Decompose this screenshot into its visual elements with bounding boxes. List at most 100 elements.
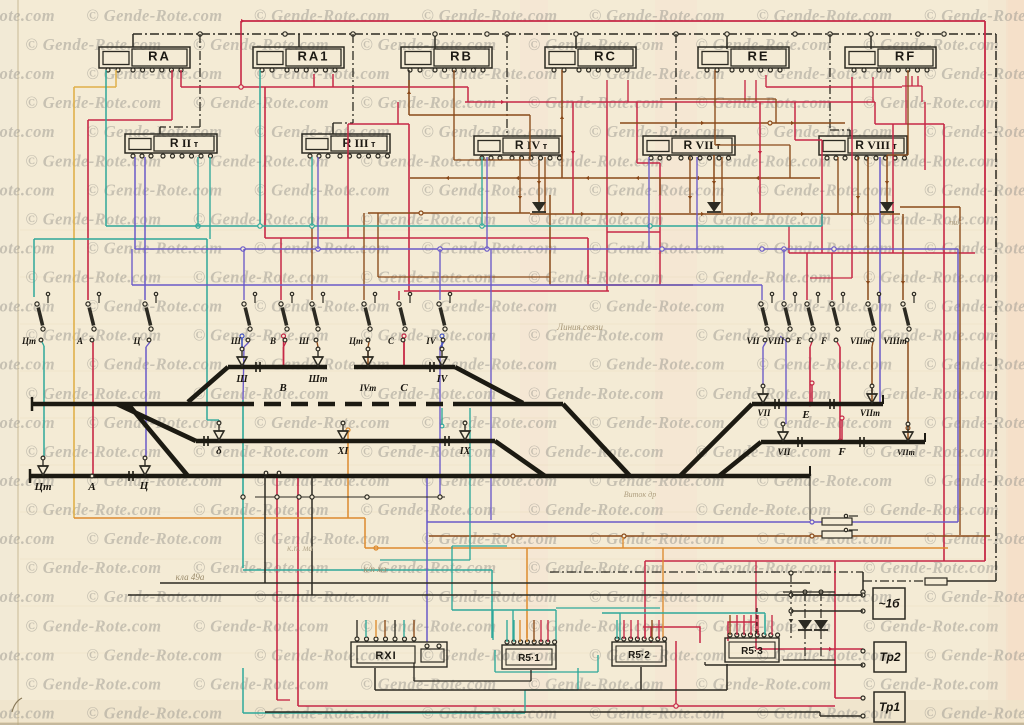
svg-text:© Gende-Rote.com: © Gende-Rote.com xyxy=(193,674,329,693)
svg-text:© Gende-Rote.com: © Gende-Rote.com xyxy=(422,645,558,664)
svg-text:© Gende-Rote.com: © Gende-Rote.com xyxy=(924,6,1024,25)
svg-text:© Gende-Rote.com: © Gende-Rote.com xyxy=(757,297,893,316)
svg-text:© Gende-Rote.com: © Gende-Rote.com xyxy=(254,64,390,83)
svg-text:R5̄·3: R5̄·3 xyxy=(741,646,763,657)
svg-text:© Gende-Rote.com: © Gende-Rote.com xyxy=(696,326,832,345)
svg-text:© Gende-Rote.com: © Gende-Rote.com xyxy=(254,645,390,664)
svg-text:© Gende-Rote.com: © Gende-Rote.com xyxy=(924,471,1024,490)
svg-text:© Gende-Rote.com: © Gende-Rote.com xyxy=(757,180,893,199)
svg-text:© Gende-Rote.com: © Gende-Rote.com xyxy=(863,500,999,519)
svg-text:© Gende-Rote.com: © Gende-Rote.com xyxy=(863,674,999,693)
svg-text:Ш: Ш xyxy=(230,336,242,346)
svg-text:© Gende-Rote.com: © Gende-Rote.com xyxy=(696,616,832,635)
svg-text:© Gende-Rote.com: © Gende-Rote.com xyxy=(0,645,55,664)
svg-text:© Gende-Rote.com: © Gende-Rote.com xyxy=(0,355,55,374)
svg-text:© Gende-Rote.com: © Gende-Rote.com xyxy=(924,645,1024,664)
svg-text:© Gende-Rote.com: © Gende-Rote.com xyxy=(361,384,497,403)
svg-text:© Gende-Rote.com: © Gende-Rote.com xyxy=(924,703,1024,722)
svg-text:© Gende-Rote.com: © Gende-Rote.com xyxy=(589,413,725,432)
svg-text:© Gende-Rote.com: © Gende-Rote.com xyxy=(87,587,223,606)
svg-text:© Gende-Rote.com: © Gende-Rote.com xyxy=(254,6,390,25)
svg-text:VІІ: VІІ xyxy=(746,336,760,346)
svg-text:© Gende-Rote.com: © Gende-Rote.com xyxy=(361,558,497,577)
svg-text:Виток др: Виток др xyxy=(624,490,656,499)
svg-text:пил: пил xyxy=(949,218,961,227)
svg-text:© Gende-Rote.com: © Gende-Rote.com xyxy=(863,326,999,345)
svg-text:© Gende-Rote.com: © Gende-Rote.com xyxy=(863,35,999,54)
svg-text:© Gende-Rote.com: © Gende-Rote.com xyxy=(193,268,329,287)
svg-text:RA1: RA1 xyxy=(297,49,329,64)
svg-text:© Gende-Rote.com: © Gende-Rote.com xyxy=(528,442,664,461)
svg-text:ІX: ІX xyxy=(459,446,471,457)
svg-text:© Gende-Rote.com: © Gende-Rote.com xyxy=(863,268,999,287)
svg-text:© Gende-Rote.com: © Gende-Rote.com xyxy=(0,180,55,199)
svg-text:© Gende-Rote.com: © Gende-Rote.com xyxy=(0,6,55,25)
svg-text:© Gende-Rote.com: © Gende-Rote.com xyxy=(863,151,999,170)
svg-text:© Gende-Rote.com: © Gende-Rote.com xyxy=(757,6,893,25)
svg-text:© Gende-Rote.com: © Gende-Rote.com xyxy=(361,209,497,228)
svg-text:© Gende-Rote.com: © Gende-Rote.com xyxy=(254,297,390,316)
svg-text:© Gende-Rote.com: © Gende-Rote.com xyxy=(193,209,329,228)
svg-text:RXI: RXI xyxy=(375,650,396,662)
svg-text:Линия связи: Линия связи xyxy=(556,322,603,332)
svg-text:© Gende-Rote.com: © Gende-Rote.com xyxy=(589,238,725,257)
svg-text:© Gende-Rote.com: © Gende-Rote.com xyxy=(589,355,725,374)
svg-text:VІІІ: VІІІ xyxy=(768,336,785,346)
svg-text:© Gende-Rote.com: © Gende-Rote.com xyxy=(361,500,497,519)
svg-text:к/п мз: к/п мз xyxy=(364,564,387,574)
svg-text:VІІт: VІІт xyxy=(850,336,870,346)
svg-text:© Gende-Rote.com: © Gende-Rote.com xyxy=(361,326,497,345)
svg-text:© Gende-Rote.com: © Gende-Rote.com xyxy=(0,64,55,83)
svg-text:© Gende-Rote.com: © Gende-Rote.com xyxy=(422,297,558,316)
svg-text:© Gende-Rote.com: © Gende-Rote.com xyxy=(589,529,725,548)
svg-text:© Gende-Rote.com: © Gende-Rote.com xyxy=(422,587,558,606)
svg-text:VІІ: VІІ xyxy=(777,447,791,457)
svg-text:© Gende-Rote.com: © Gende-Rote.com xyxy=(26,268,162,287)
svg-text:© Gende-Rote.com: © Gende-Rote.com xyxy=(254,529,390,548)
svg-text:C: C xyxy=(400,382,408,394)
svg-text:© Gende-Rote.com: © Gende-Rote.com xyxy=(589,180,725,199)
svg-text:© Gende-Rote.com: © Gende-Rote.com xyxy=(589,587,725,606)
svg-text:R II т: R II т xyxy=(170,136,199,150)
svg-text:E: E xyxy=(801,409,809,421)
svg-text:© Gende-Rote.com: © Gende-Rote.com xyxy=(361,674,497,693)
svg-text:© Gende-Rote.com: © Gende-Rote.com xyxy=(26,500,162,519)
svg-text:© Gende-Rote.com: © Gende-Rote.com xyxy=(589,645,725,664)
svg-text:δ: δ xyxy=(216,445,222,457)
svg-text:© Gende-Rote.com: © Gende-Rote.com xyxy=(863,442,999,461)
svg-text:© Gende-Rote.com: © Gende-Rote.com xyxy=(528,384,664,403)
svg-text:© Gende-Rote.com: © Gende-Rote.com xyxy=(361,616,497,635)
svg-text:© Gende-Rote.com: © Gende-Rote.com xyxy=(924,64,1024,83)
svg-text:© Gende-Rote.com: © Gende-Rote.com xyxy=(422,529,558,548)
svg-text:© Gende-Rote.com: © Gende-Rote.com xyxy=(193,558,329,577)
svg-text:© Gende-Rote.com: © Gende-Rote.com xyxy=(87,238,223,257)
svg-text:© Gende-Rote.com: © Gende-Rote.com xyxy=(193,384,329,403)
svg-text:© Gende-Rote.com: © Gende-Rote.com xyxy=(422,180,558,199)
svg-text:Тр2: Тр2 xyxy=(879,650,900,664)
svg-text:© Gende-Rote.com: © Gende-Rote.com xyxy=(254,180,390,199)
svg-text:© Gende-Rote.com: © Gende-Rote.com xyxy=(528,558,664,577)
svg-text:© Gende-Rote.com: © Gende-Rote.com xyxy=(924,355,1024,374)
svg-text:© Gende-Rote.com: © Gende-Rote.com xyxy=(528,616,664,635)
svg-text:© Gende-Rote.com: © Gende-Rote.com xyxy=(87,180,223,199)
svg-text:E: E xyxy=(795,336,802,346)
svg-text:© Gende-Rote.com: © Gende-Rote.com xyxy=(26,674,162,693)
svg-text:R VIII т: R VIII т xyxy=(855,138,897,152)
svg-text:A: A xyxy=(76,336,83,346)
svg-text:RE: RE xyxy=(747,49,769,64)
svg-text:© Gende-Rote.com: © Gende-Rote.com xyxy=(26,35,162,54)
svg-text:ІV: ІV xyxy=(425,336,437,346)
svg-text:© Gende-Rote.com: © Gende-Rote.com xyxy=(0,122,55,141)
svg-text:© Gende-Rote.com: © Gende-Rote.com xyxy=(589,64,725,83)
svg-text:© Gende-Rote.com: © Gende-Rote.com xyxy=(0,703,55,722)
svg-text:B: B xyxy=(269,336,276,346)
svg-text:© Gende-Rote.com: © Gende-Rote.com xyxy=(87,645,223,664)
svg-text:© Gende-Rote.com: © Gende-Rote.com xyxy=(193,151,329,170)
svg-text:© Gende-Rote.com: © Gende-Rote.com xyxy=(924,122,1024,141)
svg-text:© Gende-Rote.com: © Gende-Rote.com xyxy=(589,297,725,316)
svg-text:© Gende-Rote.com: © Gende-Rote.com xyxy=(589,6,725,25)
svg-text:© Gende-Rote.com: © Gende-Rote.com xyxy=(254,587,390,606)
svg-text:RB: RB xyxy=(450,49,473,64)
svg-text:© Gende-Rote.com: © Gende-Rote.com xyxy=(254,413,390,432)
svg-text:© Gende-Rote.com: © Gende-Rote.com xyxy=(528,500,664,519)
